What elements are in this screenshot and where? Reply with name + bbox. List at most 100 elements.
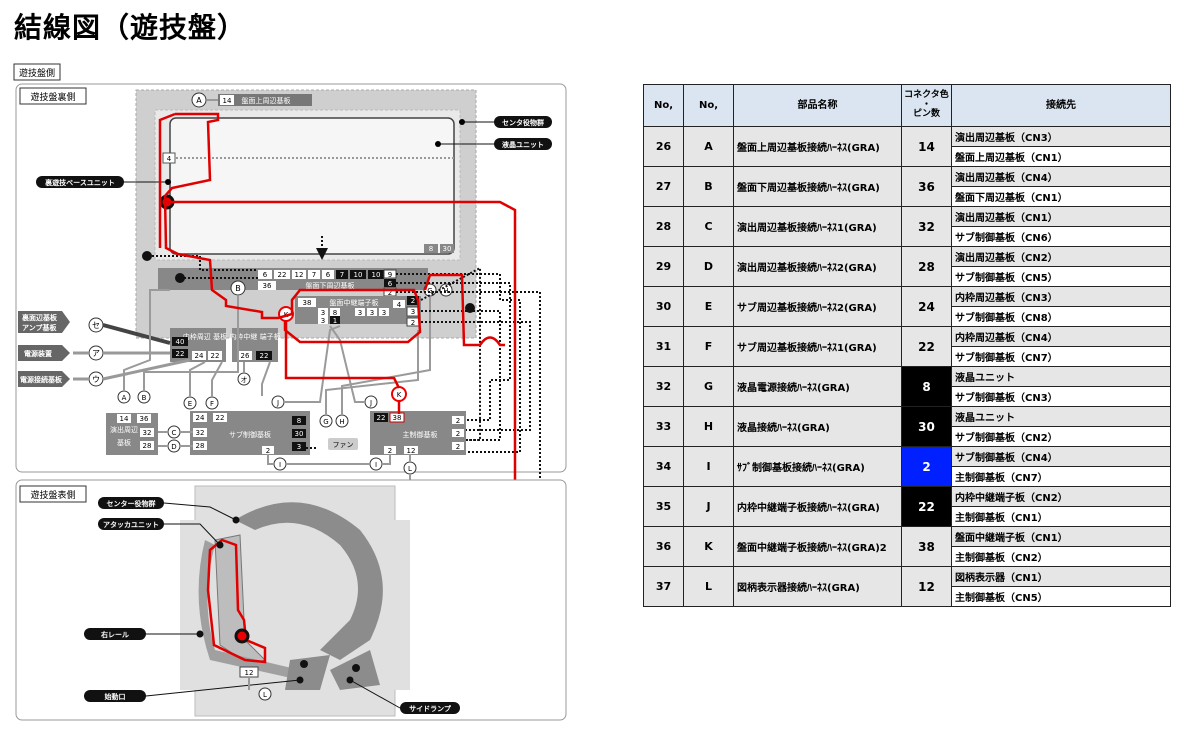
row-dest-2: サブ制御基板（CN6） [951,226,1171,247]
svg-text:盤面中継端子板: 盤面中継端子板 [330,298,379,307]
row-pins: 38 [901,526,952,567]
row-dest-2: 盤面下周辺基板（CN1） [951,186,1171,207]
row-part-name: 図柄表示器接続ﾊｰﾈｽ(GRA) [733,566,902,607]
row-part-name: 内枠中継端子板接続ﾊｰﾈｽ(GRA) [733,486,902,527]
row-dest-1: 演出周辺基板（CN4） [951,166,1171,187]
svg-text:2: 2 [411,297,415,305]
svg-text:24: 24 [196,414,205,422]
upper-board-label: 盤面上周辺基板 [242,96,291,105]
fan: ファン [333,441,354,449]
svg-text:2: 2 [266,447,270,455]
row-part-name: 盤面下周辺基板接続ﾊｰﾈｽ(GRA) [733,166,902,207]
svg-text:1: 1 [333,317,337,325]
svg-text:3: 3 [321,317,325,325]
row-part-name: 演出周辺基板接続ﾊｰﾈｽ1(GRA) [733,206,902,247]
svg-text:A: A [122,394,127,402]
row-no: 31 [643,326,684,367]
svg-text:3: 3 [321,309,325,317]
svg-text:L: L [263,691,267,699]
svg-text:アンプ基板: アンプ基板 [22,323,58,332]
svg-text:2: 2 [456,417,460,425]
svg-text:8: 8 [333,309,337,317]
row-pins: 14 [901,126,952,167]
header-part: 部品名称 [733,84,902,127]
center-deco-front-callout: センター役物群 [107,499,156,508]
row-id: G [683,366,734,407]
sub-board [190,411,310,455]
front-label: 遊技盤表側 [30,489,75,501]
row-dest-2: 盤面上周辺基板（CN1） [951,146,1171,167]
row-id: H [683,406,734,447]
svg-text:22: 22 [377,414,386,422]
header-no: No, [643,84,684,127]
row-no: 28 [643,206,684,247]
lower-board-label: 盤面下周辺基板 [306,281,355,290]
lcd-unit [169,117,455,255]
row-no: 30 [643,286,684,327]
svg-text:8: 8 [297,417,301,425]
row-dest-2: 主制御基板（CN2） [951,546,1171,567]
row-dest-1: 液晶ユニット [951,406,1171,427]
row-id: E [683,286,734,327]
row-no: 37 [643,566,684,607]
row-pins: 2 [901,446,952,487]
svg-text:A: A [196,96,202,105]
svg-text:セ: セ [92,321,100,330]
row-pins: 12 [901,566,952,607]
row-no: 27 [643,166,684,207]
svg-text:3: 3 [370,309,374,317]
power-device-label: 電源装置 [24,349,52,358]
row-id: J [683,486,734,527]
row-pins: 24 [901,286,952,327]
svg-text:7: 7 [340,271,344,279]
svg-text:12: 12 [295,271,304,279]
svg-text:ア: ア [92,349,100,358]
svg-text:9: 9 [388,271,392,279]
svg-text:36: 36 [263,282,272,290]
svg-text:基板: 基板 [117,438,131,447]
wiring-diagram: 遊技盤側 遊技盤裏側 14 盤面上周辺基板 A 4 6 22 12 7 6 7 … [13,63,567,721]
row-part-name: サブ周辺基板接続ﾊｰﾈｽ1(GRA) [733,326,902,367]
svg-text:6: 6 [263,271,268,279]
center-deco-callout: センタ役物群 [502,118,544,127]
row-dest-1: 内枠中継端子板（CN2） [951,486,1171,507]
svg-text:演出周辺: 演出周辺 [110,425,138,434]
svg-text:38: 38 [393,414,402,422]
power-relay-label: 電源接続基板 [20,375,63,384]
svg-text:2: 2 [411,319,415,327]
svg-text:32: 32 [196,429,205,437]
svg-text:L: L [408,465,412,473]
svg-text:H: H [339,418,344,426]
row-dest-2: サブ制御基板（CN8） [951,306,1171,327]
row-no: 26 [643,126,684,167]
base-unit-callout: 裏遊技ベースユニット [44,178,115,187]
svg-text:6: 6 [326,271,331,279]
side-lamp-callout: サイドランプ [409,704,452,713]
svg-text:22: 22 [216,414,225,422]
row-id: C [683,206,734,247]
row-pins: 22 [901,326,952,367]
row-part-name: 盤面上周辺基板接続ﾊｰﾈｽ(GRA) [733,126,902,167]
row-no: 33 [643,406,684,447]
svg-text:14: 14 [223,97,232,105]
svg-text:30: 30 [295,430,304,438]
row-dest-1: 盤面中継端子板（CN1） [951,526,1171,547]
row-id: D [683,246,734,287]
attacker-callout: アタッカユニット [103,520,159,529]
lcd-unit-callout: 液晶ユニット [502,140,544,149]
svg-text:4: 4 [167,155,172,163]
right-rail-callout: 右レール [100,630,129,639]
row-pins: 8 [901,366,952,407]
row-part-name: 液晶電源接続ﾊｰﾈｽ(GRA) [733,366,902,407]
svg-text:3: 3 [382,309,386,317]
row-id: L [683,566,734,607]
